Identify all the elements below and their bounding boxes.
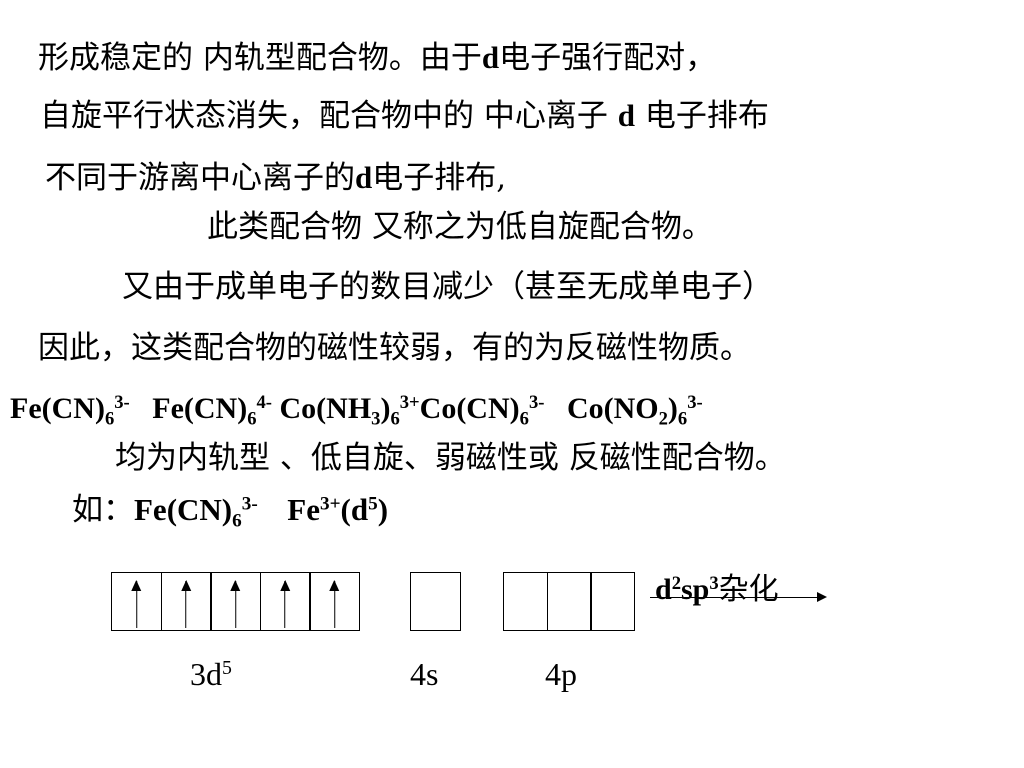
orbital-3d-boxes <box>111 572 360 631</box>
orbital-box-3d <box>210 572 261 631</box>
hybridization-label: d2sp3杂化 <box>655 572 779 607</box>
text-segment: 电子强行配对， <box>499 40 717 76</box>
text-segment: 此类配合物 又称之为低自旋配合物。 <box>207 209 713 245</box>
up-arrow-icon <box>180 580 191 628</box>
text-segment: d <box>481 40 500 75</box>
text-line-2: 自旋平行状态消失，配合物中的 中心离子 d 电子排布 <box>40 100 769 132</box>
text-segment: 又由于成单电子的数目减少（甚至无成单电子） <box>122 269 773 305</box>
example-ion-config: Fe3+(d5) <box>287 492 389 527</box>
text-segment: 形成稳定的 内轨型配合物。由于 <box>38 40 482 76</box>
formula-co-nh3-6-3: Co(NH3)63+ <box>279 391 420 430</box>
orbital-box-3d <box>111 572 162 631</box>
text-segment: d <box>617 98 635 133</box>
orbital-box-3d <box>259 572 311 631</box>
formula-co-cn6-3: Co(CN)63- <box>419 391 545 430</box>
text-line-1: 形成稳定的 内轨型配合物。由于d电子强行配对， <box>38 42 716 74</box>
formula-co-no2-6-3: Co(NO2)63- <box>566 391 703 430</box>
example-line: 如：Fe(CN)63- Fe3+(d5) <box>72 492 389 532</box>
orbital-box-4p <box>546 572 592 631</box>
up-arrow-icon <box>131 580 142 628</box>
orbital-box-3d <box>160 572 212 631</box>
example-prefix: 如： <box>72 492 134 528</box>
orbital-box-3d <box>309 572 360 631</box>
text-segment: 自旋平行状态消失，配合物中的 中心离子 <box>40 98 618 134</box>
example-formula: Fe(CN)63- <box>134 492 258 532</box>
text-line-6: 因此，这类配合物的磁性较弱，有的为反磁性物质。 <box>38 333 751 364</box>
formula-fe-cn6-4: Fe(CN)64- <box>152 391 272 430</box>
orbital-4p-boxes <box>503 572 635 631</box>
orbital-box-4p <box>590 572 635 631</box>
text-segment: 电子排布, <box>372 160 507 196</box>
text-line-4: 此类配合物 又称之为低自旋配合物。 <box>207 212 713 243</box>
orbital-box-4p <box>503 572 548 631</box>
orbital-label-4s: 4s <box>410 656 439 692</box>
text-segment: 因此，这类配合物的磁性较弱，有的为反磁性物质。 <box>38 330 751 366</box>
orbital-label-4p: 4p <box>545 656 577 692</box>
hybridization-arrow <box>650 592 827 602</box>
text-line-3: 不同于游离中心离子的d电子排布, <box>45 162 506 194</box>
up-arrow-icon <box>279 580 290 628</box>
up-arrow-icon <box>329 580 340 628</box>
summary-line: 均为内轨型 、低自旋、弱磁性或 反磁性配合物。 <box>115 443 786 474</box>
up-arrow-icon <box>230 580 241 628</box>
text-segment: d <box>355 160 373 195</box>
text-line-5: 又由于成单电子的数目减少（甚至无成单电子） <box>122 272 773 303</box>
summary-text: 均为内轨型 、低自旋、弱磁性或 反磁性配合物。 <box>115 440 786 476</box>
formula-fe-cn6-3: Fe(CN)63- <box>10 391 130 430</box>
orbital-label-3d: 3d5 <box>190 656 232 692</box>
text-segment: 不同于游离中心离子的 <box>45 160 355 196</box>
text-segment: 电子排布 <box>634 98 769 134</box>
formula-line: Fe(CN)63- Fe(CN)64- Co(NH3)63+Co(CN)63- … <box>10 391 703 430</box>
orbital-box-4s <box>410 572 461 631</box>
orbital-4s-boxes <box>410 572 461 631</box>
